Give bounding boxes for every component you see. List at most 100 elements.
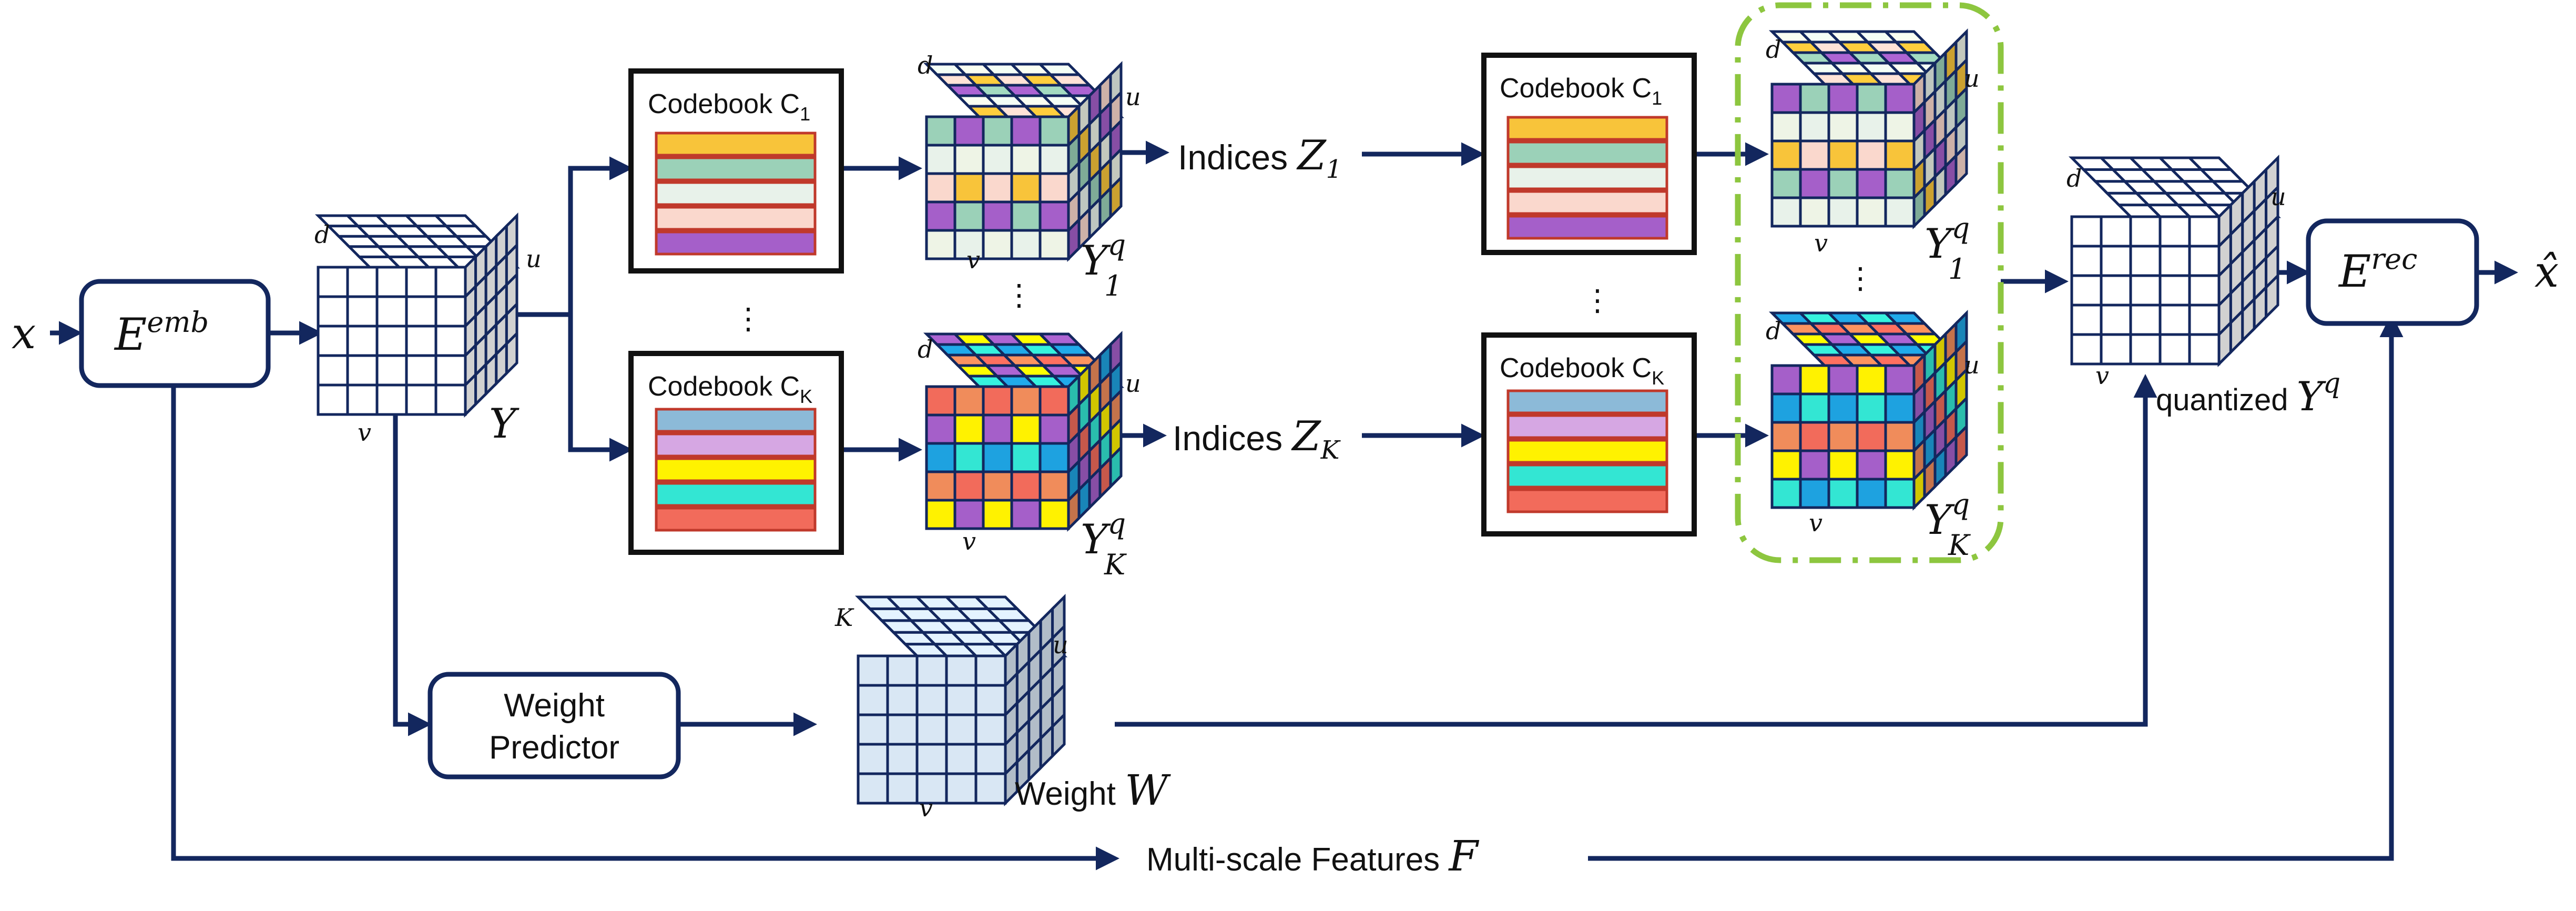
cube-cell bbox=[1799, 139, 1830, 171]
cube-cell bbox=[2158, 245, 2191, 277]
indices-z1-label: Indices Z1 bbox=[1178, 132, 1342, 184]
cube-cell bbox=[886, 772, 919, 805]
axis-u-label: u bbox=[1964, 64, 1980, 93]
cube-cell bbox=[1856, 392, 1887, 424]
indices-zk-label: Indices ZK bbox=[1173, 413, 1341, 465]
codebook-entry bbox=[655, 206, 817, 231]
cube-cell bbox=[2188, 303, 2221, 336]
codebook-entry bbox=[1506, 463, 1668, 489]
axis-v-label: v bbox=[966, 246, 980, 274]
cube-cell bbox=[1856, 449, 1887, 481]
cube-cell bbox=[1799, 478, 1830, 509]
cube-cell bbox=[405, 354, 437, 387]
cube-cell bbox=[925, 442, 956, 473]
cube-cell bbox=[405, 325, 437, 357]
cube-cell bbox=[953, 115, 985, 147]
cube-cell bbox=[1827, 392, 1859, 424]
cube-cell bbox=[1882, 311, 1928, 325]
axis-u-label: u bbox=[1964, 351, 1980, 379]
axis-d-label: d bbox=[918, 335, 933, 363]
codebook-entry bbox=[1506, 215, 1668, 240]
cube-cell bbox=[915, 684, 948, 716]
cube-cell bbox=[375, 295, 408, 328]
codebook-entry bbox=[655, 230, 817, 256]
cube-cell bbox=[375, 266, 408, 298]
codebook-entry bbox=[655, 507, 817, 532]
cube-cell bbox=[886, 654, 919, 687]
cube-cell bbox=[886, 743, 919, 775]
multi-scale-features-label: Multi-scale Features F bbox=[1146, 832, 1479, 880]
cube-cell bbox=[1884, 364, 1916, 396]
axis-d-label: d bbox=[1766, 35, 1781, 64]
cube-cell bbox=[2129, 215, 2162, 248]
cube-cell bbox=[1884, 196, 1916, 228]
cube-cell bbox=[346, 354, 379, 387]
cube-cell bbox=[1010, 413, 1042, 445]
cube-cell bbox=[1856, 364, 1887, 396]
cube-cell bbox=[1109, 174, 1123, 220]
cube-cell bbox=[982, 144, 1013, 175]
cube-cell bbox=[1884, 478, 1916, 509]
cube-cell bbox=[886, 684, 919, 716]
cube-cell bbox=[1038, 385, 1070, 417]
cube-cell bbox=[982, 413, 1013, 445]
cube-cell bbox=[1856, 478, 1887, 509]
cube-cell bbox=[1827, 364, 1859, 396]
axis-d-label: d bbox=[2066, 164, 2082, 193]
cube-cell bbox=[1884, 449, 1916, 481]
cube-cell bbox=[317, 325, 349, 357]
cube-cell bbox=[886, 713, 919, 746]
cube-cell bbox=[1038, 229, 1070, 260]
cube-cell bbox=[1038, 499, 1070, 530]
quantized-output-cube bbox=[2068, 154, 2282, 368]
cube-cell bbox=[1827, 111, 1859, 143]
ellipsis: ⋮ bbox=[1846, 261, 1875, 296]
cube-cell bbox=[1827, 168, 1859, 199]
cube-cell bbox=[1038, 115, 1070, 147]
cube-cell bbox=[405, 295, 437, 328]
axis-u-label: u bbox=[1053, 631, 1068, 659]
cube-cell bbox=[974, 772, 1007, 805]
cube-cell bbox=[2129, 303, 2162, 336]
cube-cell bbox=[2158, 215, 2191, 248]
codebook-entry bbox=[1506, 488, 1668, 513]
cube-cell bbox=[2100, 245, 2132, 277]
cube-cell bbox=[1799, 364, 1830, 396]
cube-cell bbox=[982, 172, 1013, 204]
cube-cell bbox=[346, 325, 379, 357]
quantized-cube-y1 bbox=[923, 60, 1125, 262]
cube-cell bbox=[972, 595, 1021, 610]
cube-cell bbox=[953, 499, 985, 530]
cube-cell bbox=[925, 413, 956, 445]
cube-cell bbox=[1799, 421, 1830, 452]
cube-cell bbox=[317, 295, 349, 328]
cube-cell bbox=[857, 654, 889, 687]
cube-cell bbox=[2265, 272, 2279, 320]
cube-cell bbox=[1770, 364, 1802, 396]
cube-cell bbox=[1856, 139, 1887, 171]
cube-cell bbox=[2070, 215, 2103, 248]
cube-cell bbox=[1827, 421, 1859, 452]
quantized-cube-yk bbox=[923, 330, 1125, 532]
cube-cell bbox=[2100, 303, 2132, 336]
cube-cell bbox=[405, 383, 437, 416]
cube-cell bbox=[915, 743, 948, 775]
cube-cell bbox=[1884, 83, 1916, 114]
cube-cell bbox=[953, 442, 985, 473]
codebook-k-label: Codebook CK bbox=[1500, 353, 1664, 389]
cube-cell bbox=[925, 385, 956, 417]
axis-v-label: v bbox=[2095, 361, 2109, 390]
cube-cell bbox=[1036, 63, 1083, 76]
codebook-k-entries bbox=[1506, 389, 1668, 513]
embedding-encoder-block bbox=[79, 279, 271, 388]
cube-cell bbox=[925, 499, 956, 530]
cube-cell bbox=[953, 385, 985, 417]
weight-predictor-label-line2: Predictor bbox=[489, 730, 619, 766]
cube-cell bbox=[1799, 392, 1830, 424]
cube-cell bbox=[1109, 444, 1123, 490]
cube-cell bbox=[1010, 144, 1042, 175]
cube-cell bbox=[2188, 215, 2221, 248]
reconstruction-decoder-label: Erec bbox=[2338, 242, 2417, 297]
reconstruction-decoder-block bbox=[2306, 218, 2479, 326]
